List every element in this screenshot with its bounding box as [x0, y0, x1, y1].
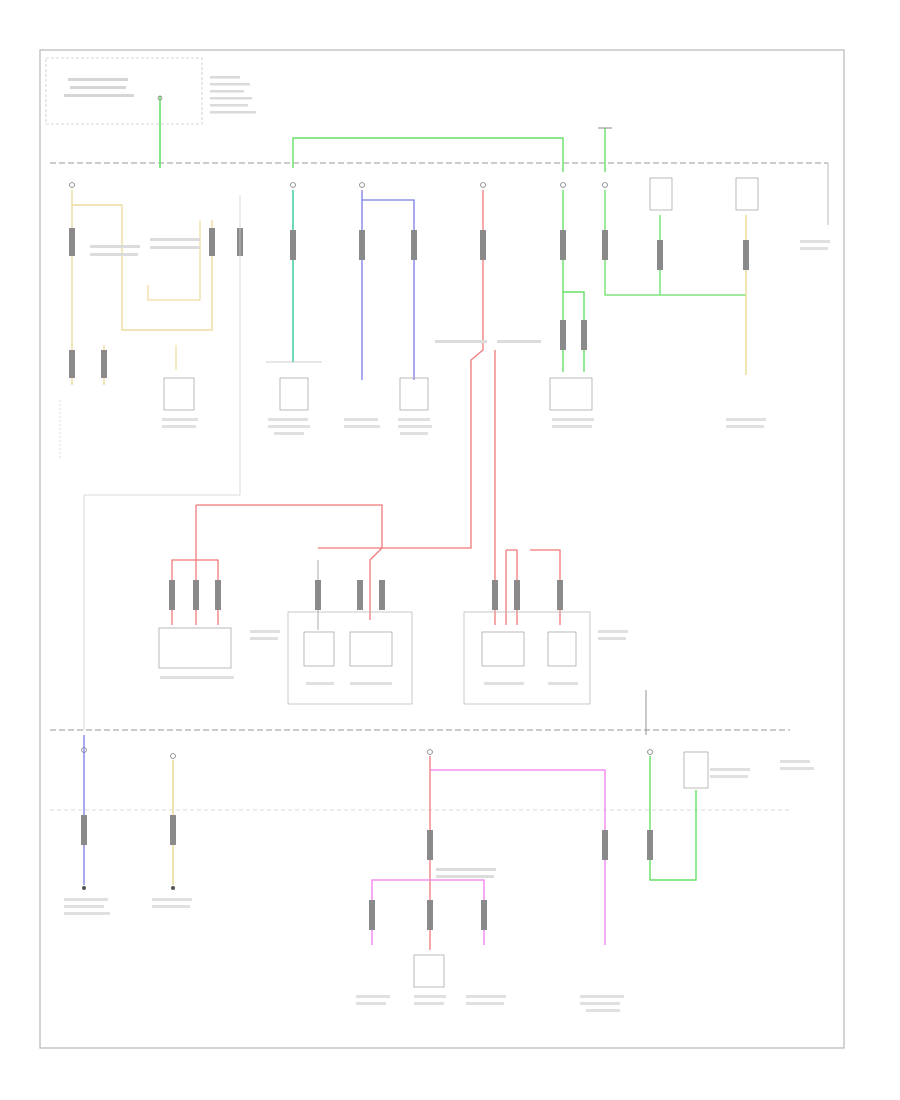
component-labels [64, 240, 830, 1012]
middle-right-harness [463, 549, 591, 705]
power-source-box [45, 57, 203, 125]
lower-branch-blue [81, 735, 87, 890]
branch-red-center [318, 182, 541, 600]
branch-green-right [549, 182, 593, 411]
lower-branch-green [647, 749, 709, 881]
main-feed-wire [157, 95, 163, 168]
lower-branch-pink [369, 749, 608, 988]
branch-green-far-right [602, 177, 759, 375]
diagram-frame [39, 49, 845, 1049]
branch-yellow-left [59, 182, 243, 496]
green-loop-wire [292, 137, 564, 172]
power-source-label [64, 76, 256, 114]
branch-blue [359, 182, 429, 411]
branch-teal [266, 182, 322, 411]
lower-branch-yellow [170, 753, 176, 890]
middle-red-harness [158, 504, 413, 705]
